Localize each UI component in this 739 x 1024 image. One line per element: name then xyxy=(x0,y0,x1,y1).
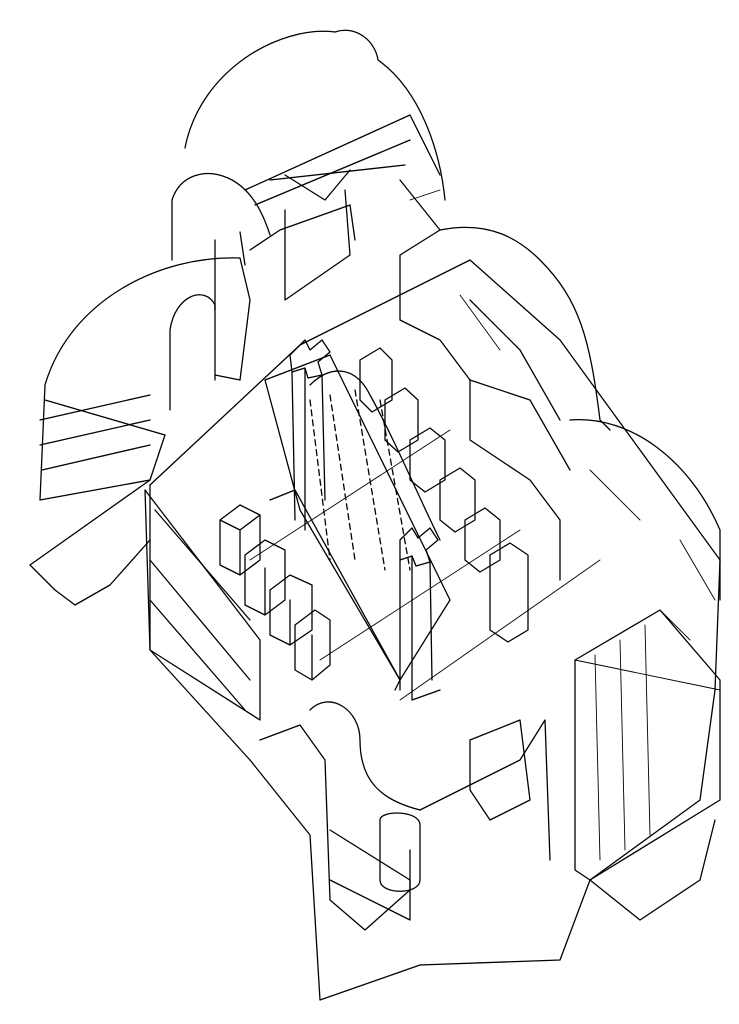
right-glass-enclosure xyxy=(574,609,721,921)
cross-tower-front xyxy=(399,527,441,701)
right-block-column xyxy=(359,347,529,643)
cross-tower-rear xyxy=(289,339,331,531)
left-block-group xyxy=(219,504,331,681)
right-tiered-seating xyxy=(399,179,721,601)
floor-outline xyxy=(149,259,721,1001)
front-curved-entry xyxy=(259,701,551,931)
rear-arched-wall xyxy=(171,29,446,311)
left-tiered-seating xyxy=(144,489,261,721)
left-arched-wall xyxy=(29,257,251,606)
